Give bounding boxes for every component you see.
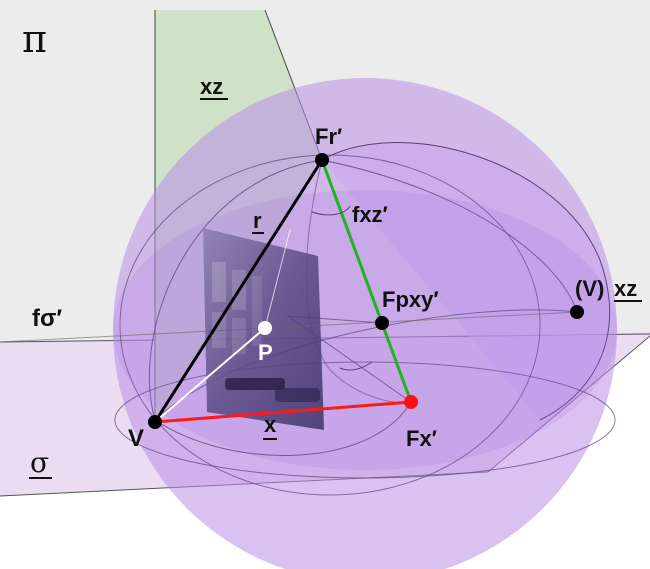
- label-p: P: [258, 340, 273, 365]
- point-fx-prime: [404, 395, 418, 409]
- label-pi: π: [22, 17, 47, 61]
- label-x-line: x: [264, 412, 277, 437]
- label-f-sigma: fσ′: [32, 305, 62, 332]
- point-fr-prime: [315, 153, 329, 167]
- point-p: [258, 321, 272, 335]
- label-v-xz-suffix: xz: [614, 276, 637, 301]
- label-xz-plane: xz: [200, 74, 223, 99]
- point-v: [148, 415, 162, 429]
- label-v: V: [128, 425, 144, 452]
- label-fpxy-prime: Fpxy′: [382, 287, 439, 312]
- label-sigma: σ: [30, 446, 49, 479]
- label-v-xz: (V): [575, 276, 604, 301]
- label-fx-prime: Fx′: [406, 426, 437, 451]
- label-f-sigma-suffix: σ′: [40, 305, 62, 332]
- point-v-xz: [570, 305, 584, 319]
- construction-lines: [0, 159, 578, 424]
- label-fr-prime: Fr′: [315, 124, 342, 149]
- label-f-sigma-prefix: f: [32, 305, 41, 332]
- label-r-line: r: [253, 208, 262, 233]
- label-fxz-prime: fxz′: [352, 202, 388, 227]
- point-fpxy-prime: [375, 316, 389, 330]
